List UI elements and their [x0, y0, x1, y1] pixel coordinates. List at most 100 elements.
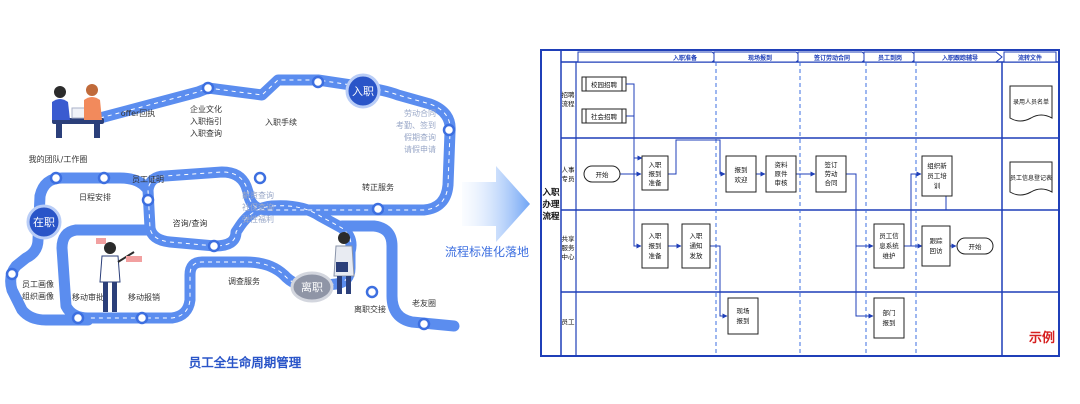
label-culture-3: 入职查询 [190, 128, 222, 138]
box-notify: 入职 通知 发放 [681, 223, 711, 269]
doc-hire-list: 录用人员名单 [1009, 85, 1053, 122]
box-maintain-l3: 维护 [883, 251, 896, 260]
box-social-text: 社会招聘 [591, 112, 618, 121]
label-regular: 转正服务 [362, 182, 394, 192]
box-prep1-l3: 准备 [649, 178, 663, 187]
node-dot [49, 171, 63, 185]
flow-title-3: 流程 [542, 211, 560, 222]
lifecycle-node-dots [5, 75, 456, 331]
box-followup-visit: 跟踪 回访 [921, 225, 951, 267]
box-welcome: 报到 欢迎 [725, 155, 757, 193]
leaving-employee-illustration [333, 232, 355, 294]
label-certificate: 员工证明 [132, 175, 164, 184]
node-dot [371, 202, 385, 216]
box-maintain-l2: 息系统 [879, 241, 899, 250]
label-consult: 咨询/查询 [173, 218, 208, 228]
lane-label-ssc-3: 中心 [562, 252, 576, 261]
label-portrait-2: 组织画像 [22, 291, 54, 301]
stage-offboard-label: 离职 [301, 280, 323, 294]
box-prep1-l1: 入职 [649, 161, 663, 169]
box-sign-l2: 劳动 [825, 169, 839, 178]
transition-arrow: 流程标准化落地 [445, 166, 530, 259]
box-welcome-l2: 欢迎 [735, 175, 749, 184]
box-train-l3: 训 [934, 182, 941, 190]
box-notify-l2: 通知 [690, 241, 703, 250]
lane-label-hr-2: 专员 [562, 174, 576, 183]
label-mobile-approval: 移动审批 [72, 292, 104, 302]
stage-badge-onboard: 入职 [345, 73, 381, 109]
label-portrait-1: 员工画像 [22, 279, 54, 289]
phase-header [577, 51, 1057, 63]
node-dot [311, 75, 325, 89]
lifecycle-caption: 员工全生命周期管理 [189, 355, 302, 370]
stage-badge-in-service: 在职 [26, 204, 62, 240]
handshake-illustration [52, 84, 104, 138]
label-transfer: 调查服务 [228, 276, 260, 286]
stage-badge-offboard: 离职 [290, 271, 334, 303]
box-training: 组织新 员工培 训 [921, 155, 953, 197]
stage-onboard-label: 入职 [352, 85, 374, 98]
label-hr-2: 考勤、签到 [396, 120, 436, 130]
label-handover: 离职交接 [354, 304, 386, 314]
label-culture-2: 入职指引 [190, 116, 222, 126]
example-label: 示例 [1029, 330, 1055, 346]
box-prep2-l3: 准备 [649, 251, 663, 260]
node-dot [135, 311, 149, 325]
label-schedule: 日程安排 [79, 192, 111, 202]
label-hr-1: 劳动合同 [404, 108, 436, 118]
label-mobile-expense: 移动报销 [128, 292, 160, 302]
box-welcome-l1: 报到 [735, 165, 748, 174]
node-dot [207, 239, 221, 253]
node-dot [97, 171, 111, 185]
lifecycle-road-left [5, 172, 154, 326]
swimlane-flowchart: 入职 办理 流程 入职准备 现场报到 签订劳动合同 员工到岗 入职跟踪辅导 流转… [540, 49, 1060, 357]
doc-employee-register: 员工信息登记表 [1009, 161, 1053, 196]
box-onsite-l2: 报到 [737, 316, 750, 325]
box-prep2-l1: 入职 [649, 232, 663, 240]
doc-hire-list-text: 录用人员名单 [1013, 98, 1049, 106]
phase-label-contract: 签订劳动合同 [813, 54, 850, 62]
phase-label-docs: 流转文件 [1018, 54, 1042, 62]
box-train-l1: 组织新 [927, 161, 947, 170]
presenter-illustration [96, 238, 142, 312]
lifecycle-road-tail [336, 220, 460, 332]
label-benefit-1: 薪资查询 [242, 190, 274, 200]
box-system-maintain: 员工信 息系统 维护 [873, 223, 905, 269]
lane-label-employee: 员工 [562, 318, 576, 326]
phase-chevron [1003, 51, 1057, 63]
box-prep-2: 入职 报到 准备 [641, 223, 669, 269]
box-dept-report: 部门 报到 [873, 297, 905, 339]
label-benefit-3: 弹性福利 [242, 214, 274, 224]
box-start1-text: 开始 [596, 170, 610, 179]
box-onsite-report: 现场 报到 [727, 297, 759, 335]
flow-title-2: 办理 [542, 199, 560, 210]
phase-label-onsite: 现场报到 [748, 54, 772, 62]
phase-label-followup: 入职跟踪辅导 [941, 54, 978, 62]
box-train-l2: 员工培 [927, 171, 947, 180]
box-docs-l3: 审核 [775, 178, 789, 187]
lane-label-ssc-2: 服务 [562, 243, 576, 252]
box-notify-l1: 入职 [690, 232, 704, 240]
lane-label-hr-1: 人事 [562, 165, 576, 174]
flow-title-1: 入职 [541, 188, 560, 198]
box-start-1: 开始 [583, 165, 621, 183]
label-culture-1: 企业文化 [190, 104, 222, 114]
label-benefit-2: 社保查询 [242, 202, 274, 212]
box-sign-l3: 合同 [825, 178, 838, 187]
flow-boxes: 校园招聘 社会招聘 开始 入职 报到 准备 报到 欢迎 [581, 76, 1053, 339]
box-campus-recruit: 校园招聘 [581, 76, 627, 92]
box-docs-l1: 资料 [775, 160, 789, 169]
box-onsite-l1: 现场 [737, 306, 751, 315]
node-dot [201, 81, 215, 95]
lifecycle-diagram: 入职 在职 离职 offer回执 企业文化 入职指引 入职查询 入职手续 劳动合… [5, 73, 460, 370]
box-docs-l2: 原件 [775, 169, 789, 178]
lane-label-ssc-1: 共享 [562, 234, 576, 243]
label-hr-4: 请假申请 [404, 144, 436, 154]
node-dot [442, 123, 456, 137]
box-followup-l1: 跟踪 [930, 236, 944, 245]
lifecycle-road-dash [88, 79, 451, 319]
box-social-recruit: 社会招聘 [581, 108, 627, 124]
label-offer: offer回执 [121, 108, 156, 118]
box-campus-text: 校园招聘 [591, 80, 618, 89]
